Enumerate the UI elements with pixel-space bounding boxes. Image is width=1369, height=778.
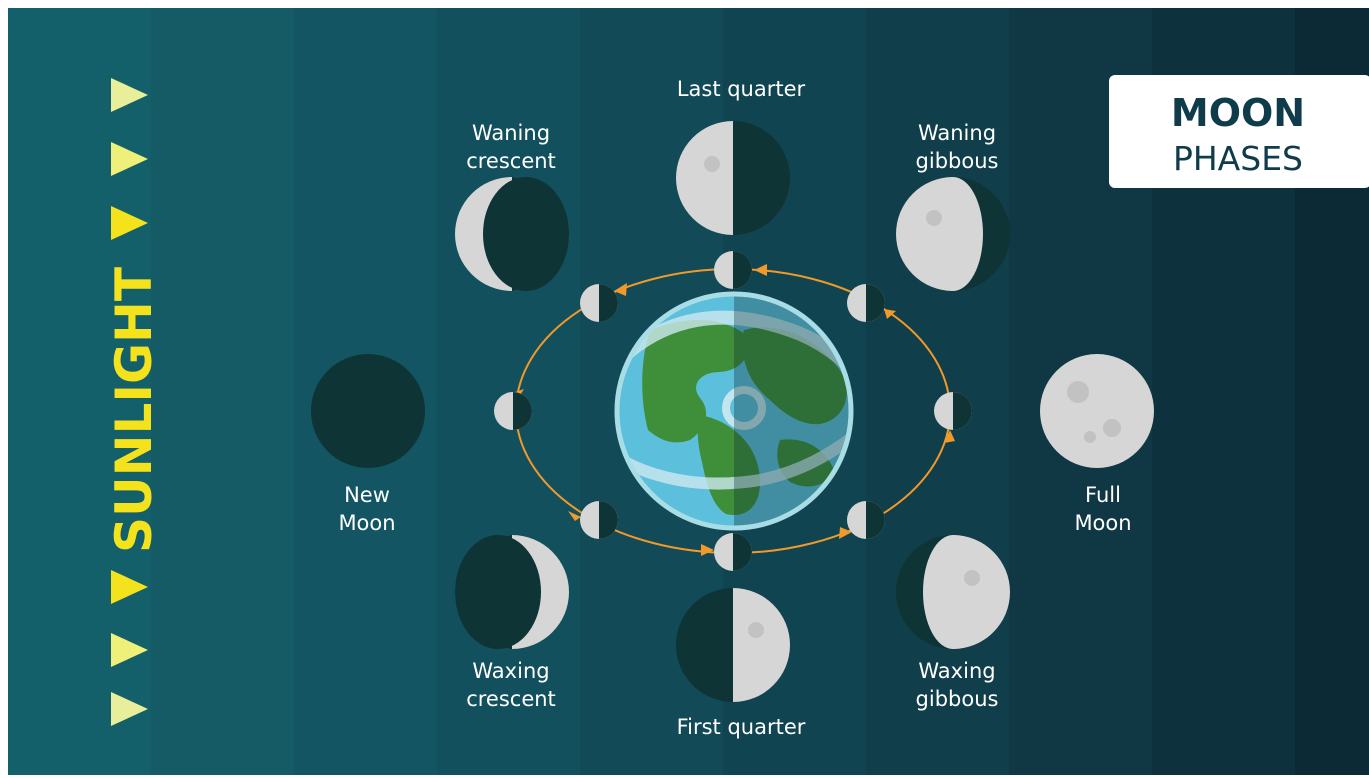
label-waxing-gibbous-line1: Waxing xyxy=(918,659,995,683)
title-line2: PHASES xyxy=(1173,139,1303,178)
earth-icon xyxy=(614,291,854,531)
moon-phase-icon xyxy=(847,501,885,539)
title-line1: MOON xyxy=(1171,91,1305,135)
orbit-arrow-icon xyxy=(754,264,767,276)
label-last-quarter: Last quarter xyxy=(677,77,806,101)
sunlight-indicator: SUNLIGHT xyxy=(105,78,163,726)
sunlight-arrow-icon xyxy=(111,692,148,726)
moon-phase-icon xyxy=(494,392,532,430)
sunlight-arrow-icon xyxy=(111,142,148,176)
orbit-arrow-icon xyxy=(568,511,581,521)
waning-gibbous-moon-icon xyxy=(896,177,1010,291)
orbit-arrow-icon xyxy=(884,309,896,319)
phase-labels: Last quarter Waning crescent Waning gibb… xyxy=(338,77,1131,739)
sunlight-label: SUNLIGHT xyxy=(105,267,163,553)
phase-moons xyxy=(311,121,1154,702)
full-moon-icon xyxy=(1040,354,1154,468)
moon-phase-icon xyxy=(714,533,752,571)
moon-phase-icon xyxy=(580,284,618,322)
label-full-moon-line1: Full xyxy=(1085,483,1121,507)
label-waxing-crescent-line2: crescent xyxy=(466,687,556,711)
label-new-moon-line2: Moon xyxy=(338,511,395,535)
orbit-arrow-icon xyxy=(839,527,852,539)
orbit-arrow-icon xyxy=(614,283,627,296)
label-waxing-crescent-line1: Waxing xyxy=(472,659,549,683)
orbit-arrow-icon xyxy=(944,430,955,443)
sunlight-arrow-icon xyxy=(111,78,148,112)
title-card: MOON PHASES xyxy=(1109,75,1369,188)
label-full-moon-line2: Moon xyxy=(1074,511,1131,535)
waxing-crescent-moon-icon xyxy=(455,535,569,649)
orbit-moons xyxy=(494,251,972,571)
first-quarter-moon-icon xyxy=(676,588,790,702)
new-moon-icon xyxy=(311,354,425,468)
moon-phase-icon xyxy=(580,501,618,539)
sunlight-arrow-icon xyxy=(111,570,148,604)
label-waning-gibbous-line2: gibbous xyxy=(916,149,999,173)
moon-phase-icon xyxy=(714,251,752,289)
label-waning-crescent-line2: crescent xyxy=(466,149,556,173)
label-waning-crescent-line1: Waning xyxy=(472,121,550,145)
orbit-arrow-icon xyxy=(701,544,714,556)
waning-crescent-moon-icon xyxy=(455,177,569,291)
moon-phase-icon xyxy=(847,284,885,322)
label-waning-gibbous-line1: Waning xyxy=(918,121,996,145)
last-quarter-moon-icon xyxy=(676,121,790,235)
label-waxing-gibbous-line2: gibbous xyxy=(916,687,999,711)
label-new-moon-line1: New xyxy=(344,483,390,507)
moon-phase-icon xyxy=(934,392,972,430)
sunlight-arrow-icon xyxy=(111,633,148,667)
waxing-gibbous-moon-icon xyxy=(896,535,1010,649)
label-first-quarter: First quarter xyxy=(677,715,806,739)
sunlight-arrow-icon xyxy=(111,206,148,240)
